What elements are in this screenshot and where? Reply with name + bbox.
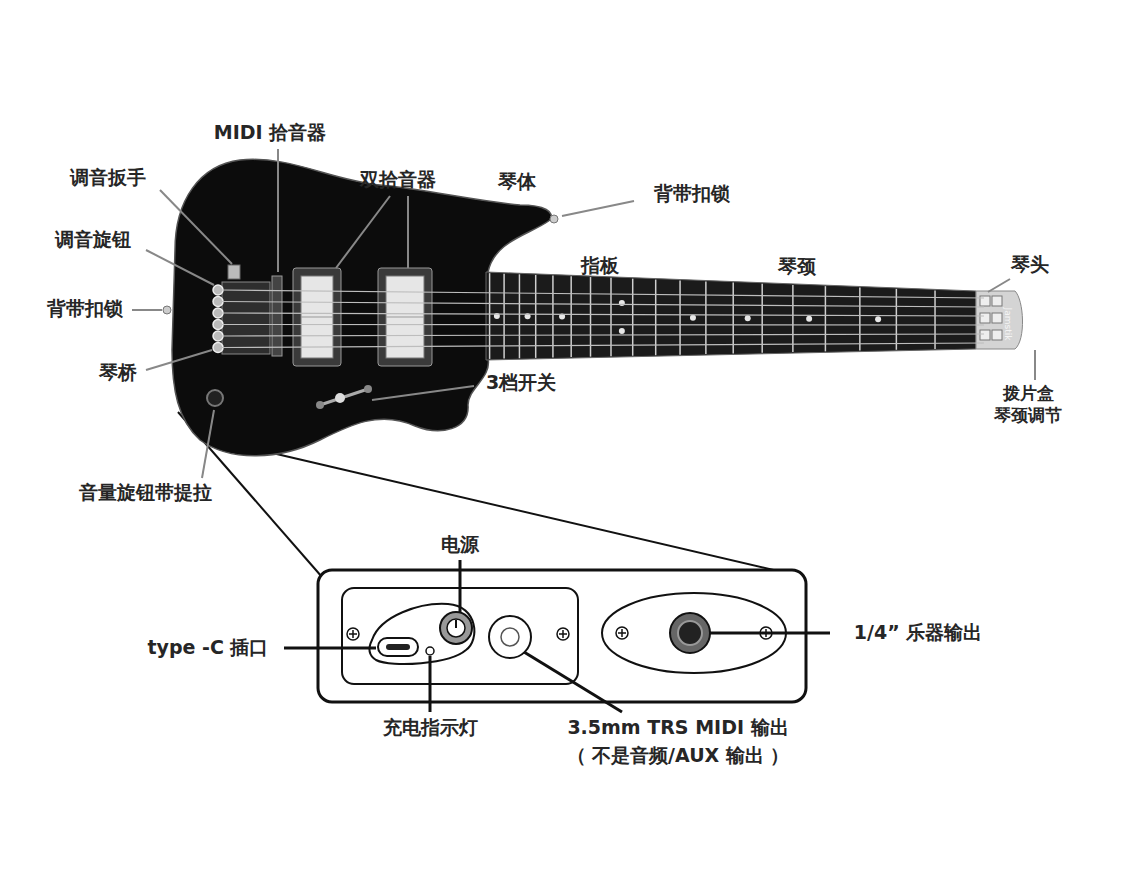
label-anchor: type -C 插口 (147, 637, 268, 659)
headstock (976, 291, 1023, 349)
inlay-dot (806, 316, 812, 322)
three-way-switch (316, 385, 372, 409)
string (222, 313, 984, 316)
fret (632, 279, 634, 356)
inlay-dot (619, 328, 625, 334)
fret (655, 280, 657, 356)
part-label: 充电指示灯 (383, 717, 478, 739)
label-anchor: 1/4” 乐器输出 (854, 622, 982, 644)
label-anchor: 琴桥 (99, 362, 137, 384)
part-label: type -C 插口 (147, 637, 268, 659)
midi-pickup (272, 276, 282, 356)
inlay-dot (875, 316, 881, 322)
part-label: 琴颈调节 (994, 406, 1062, 426)
tuning-wrench (228, 265, 240, 279)
fret (934, 290, 936, 349)
fret (896, 289, 898, 350)
volume-knob (207, 390, 223, 406)
label-anchor: 充电指示灯 (383, 717, 478, 739)
tuning-knob (213, 331, 223, 341)
string (222, 334, 984, 336)
label-anchor: 背带扣锁 (47, 298, 123, 320)
inlay-dot (745, 315, 751, 321)
part-label: MIDI 拾音器 (214, 122, 326, 144)
inlay-dot (619, 300, 625, 306)
part-label: 琴桥 (99, 362, 137, 384)
part-label: 背带扣锁 (47, 298, 123, 320)
part-label: 3.5mm TRS MIDI 输出 (567, 717, 788, 739)
tuning-knobs (213, 285, 223, 353)
pickups (293, 268, 432, 366)
string (222, 343, 984, 348)
label-anchor: 3档开关 (486, 372, 556, 394)
fret (792, 285, 794, 352)
string (222, 324, 984, 326)
jack-panel (318, 570, 806, 702)
fret (705, 282, 707, 355)
part-label: Jamstik (1003, 307, 1013, 340)
label-anchor: MIDI 拾音器 (214, 122, 326, 144)
tuning-knob (213, 320, 223, 330)
label-anchor: 拨片盒 (1003, 384, 1054, 404)
fret (610, 278, 612, 356)
label-anchor: （ 不是音频/AUX 输出 ） (567, 745, 790, 767)
fret (732, 283, 734, 354)
part-label: 背带扣锁 (654, 183, 730, 205)
fret (679, 281, 681, 355)
bridge (222, 282, 270, 354)
label-anchor: Jamstik (1001, 307, 1019, 340)
part-label: 3档开关 (486, 372, 556, 394)
part-label: 指板 (581, 255, 619, 277)
label-anchor: 调音旋钮 (55, 229, 131, 251)
tuning-knob (213, 297, 223, 307)
part-label: （ 不是音频/AUX 输出 ） (567, 745, 790, 767)
fret (761, 284, 763, 353)
part-label: 音量旋钮带提拉 (79, 482, 212, 504)
label-anchor: 调音扳手 (70, 167, 146, 189)
part-label: 双拾音器 (360, 169, 436, 191)
part-label: 拨片盒 (1003, 384, 1054, 404)
label-anchor: 背带扣锁 (654, 183, 730, 205)
string (222, 302, 984, 308)
label-anchor: 音量旋钮带提拉 (79, 482, 212, 504)
panel-leaders (284, 560, 830, 712)
label-anchor: 3.5mm TRS MIDI 输出 (567, 717, 788, 739)
headstock-tuners (980, 296, 1002, 340)
part-label: 电源 (441, 534, 479, 556)
label-anchor: 琴颈 (778, 256, 816, 278)
label-anchor: 双拾音器 (360, 169, 436, 191)
part-label: 1/4” 乐器输出 (854, 622, 982, 644)
label-anchor: 琴颈调节 (994, 406, 1062, 426)
part-label: 琴体 (498, 171, 536, 193)
strap-pins (163, 215, 558, 314)
label-anchor: 指板 (581, 255, 619, 277)
label-anchor: 琴头 (1011, 254, 1049, 276)
strings (222, 290, 984, 348)
string (222, 290, 984, 298)
part-label: 调音扳手 (70, 167, 146, 189)
part-label: 琴头 (1011, 254, 1049, 276)
part-label: 琴颈 (778, 256, 816, 278)
part-label: 调音旋钮 (55, 229, 131, 251)
fret (590, 277, 592, 357)
inlay-dot (690, 315, 696, 321)
tuning-knob (213, 343, 223, 353)
tuning-knob (213, 285, 223, 295)
label-anchor: 琴体 (498, 171, 536, 193)
leader-lines (132, 149, 1035, 478)
label-anchor: 电源 (441, 534, 479, 556)
tuning-knob (213, 308, 223, 318)
